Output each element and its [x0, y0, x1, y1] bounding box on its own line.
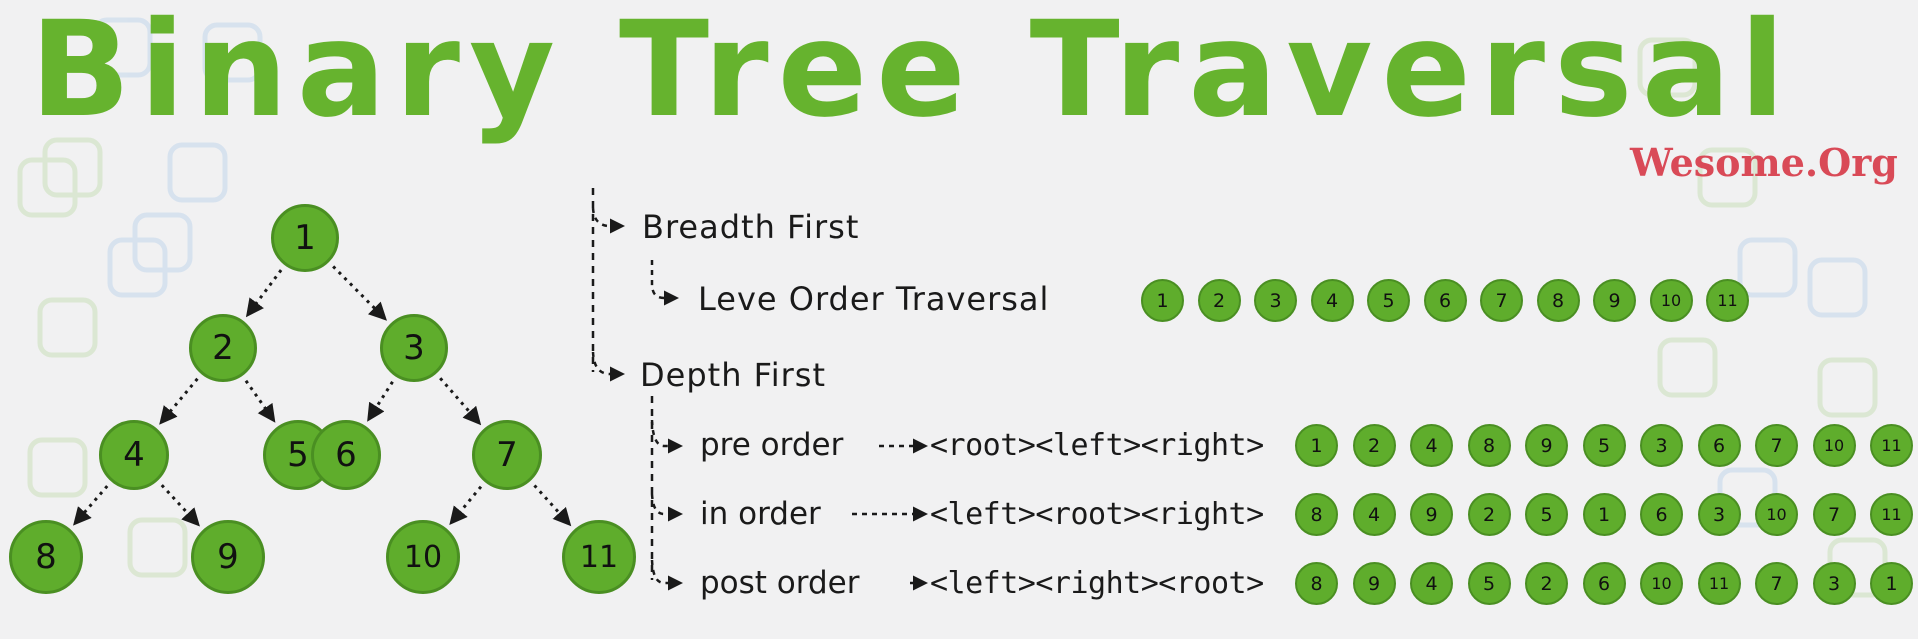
- sequence-node: 9: [1410, 493, 1453, 536]
- sequence-node: 3: [1697, 493, 1741, 536]
- tree-node: 3: [380, 314, 448, 382]
- tree-edge: [160, 484, 200, 527]
- sequence-node: 2: [1525, 562, 1568, 605]
- sequence-node: 4: [1310, 279, 1354, 322]
- sequence-node: 3: [1254, 279, 1297, 322]
- sequence-node: 11: [1706, 279, 1749, 322]
- page-title: Binary Tree Traversal: [30, 0, 1794, 147]
- tree-edge: [159, 377, 199, 425]
- tree-node: 1: [271, 204, 339, 272]
- tree-edge: [439, 377, 482, 426]
- brand-logo-text: Wesome.Org: [1630, 140, 1898, 185]
- sequence-node: 6: [1697, 424, 1741, 467]
- sequence-node: 1: [1870, 562, 1913, 605]
- tree-node: 4: [99, 420, 169, 490]
- tree-edges: [73, 265, 572, 527]
- sequence-node: 11: [1870, 424, 1913, 467]
- in-order-label: in order: [700, 496, 821, 532]
- breadth-first-label: Breadth First: [642, 208, 860, 246]
- sequence-node: 1: [1141, 279, 1184, 322]
- sequence-node: 7: [1812, 493, 1856, 536]
- sequence-node: 11: [1870, 493, 1913, 536]
- sequence-node: 7: [1755, 562, 1798, 605]
- pre-order-label: pre order: [700, 427, 844, 463]
- sequence-node: 5: [1525, 493, 1568, 536]
- post-order-pattern: <left><right><root>: [930, 566, 1264, 601]
- tree-edge: [533, 484, 572, 527]
- tree-edge: [73, 485, 109, 526]
- sequence-node: 3: [1640, 424, 1683, 467]
- sequence-node: 8: [1536, 279, 1580, 322]
- tree-edge: [245, 269, 283, 318]
- traversal-connectors: [591, 188, 928, 591]
- sequence-node: 1: [1582, 493, 1626, 536]
- sequence-node: 6: [1582, 562, 1626, 605]
- sequence-node: 10: [1755, 493, 1798, 536]
- tree-edge: [244, 379, 276, 423]
- sequence-node: 9: [1352, 562, 1396, 605]
- sequence-node: 7: [1755, 424, 1798, 467]
- sequence-node: 7: [1480, 279, 1523, 322]
- in-order-pattern: <left><root><right>: [930, 497, 1264, 532]
- tree-edge: [367, 380, 394, 422]
- sequence-node: 6: [1640, 493, 1683, 536]
- tree-node: 9: [191, 520, 265, 594]
- sequence-node: 3: [1812, 562, 1856, 605]
- sequence-node: 10: [1640, 562, 1683, 605]
- sequence-node: 5: [1582, 424, 1626, 467]
- sequence-node: 2: [1467, 493, 1511, 536]
- sequence-node: 2: [1197, 279, 1241, 322]
- tree-node: 10: [386, 520, 460, 594]
- level-order-label: Leve Order Traversal: [698, 280, 1050, 318]
- sequence-node: 5: [1467, 562, 1511, 605]
- post-order-label: post order: [700, 565, 860, 601]
- tree-node: 6: [311, 420, 381, 490]
- tree-edge: [332, 265, 387, 321]
- tree-edge: [449, 485, 483, 526]
- sequence-node: 8: [1295, 493, 1338, 536]
- sequence-node: 5: [1367, 279, 1410, 322]
- sequence-node: 9: [1593, 279, 1636, 322]
- sequence-node: 10: [1812, 424, 1856, 467]
- sequence-node: 4: [1410, 562, 1453, 605]
- sequence-node: 2: [1352, 424, 1396, 467]
- sequence-node: 9: [1525, 424, 1568, 467]
- sequence-node: 11: [1697, 562, 1741, 605]
- sequence-node: 8: [1467, 424, 1511, 467]
- sequence-node: 4: [1410, 424, 1453, 467]
- sequence-node: 6: [1423, 279, 1467, 322]
- tree-node: 8: [9, 520, 83, 594]
- sequence-node: 8: [1295, 562, 1338, 605]
- tree-node: 2: [189, 314, 257, 382]
- tree-node: 11: [562, 520, 636, 594]
- depth-first-label: Depth First: [640, 356, 826, 394]
- sequence-node: 1: [1295, 424, 1338, 467]
- tree-node: 7: [472, 420, 542, 490]
- sequence-node: 4: [1352, 493, 1396, 536]
- sequence-node: 10: [1649, 279, 1693, 322]
- pre-order-pattern: <root><left><right>: [930, 428, 1264, 463]
